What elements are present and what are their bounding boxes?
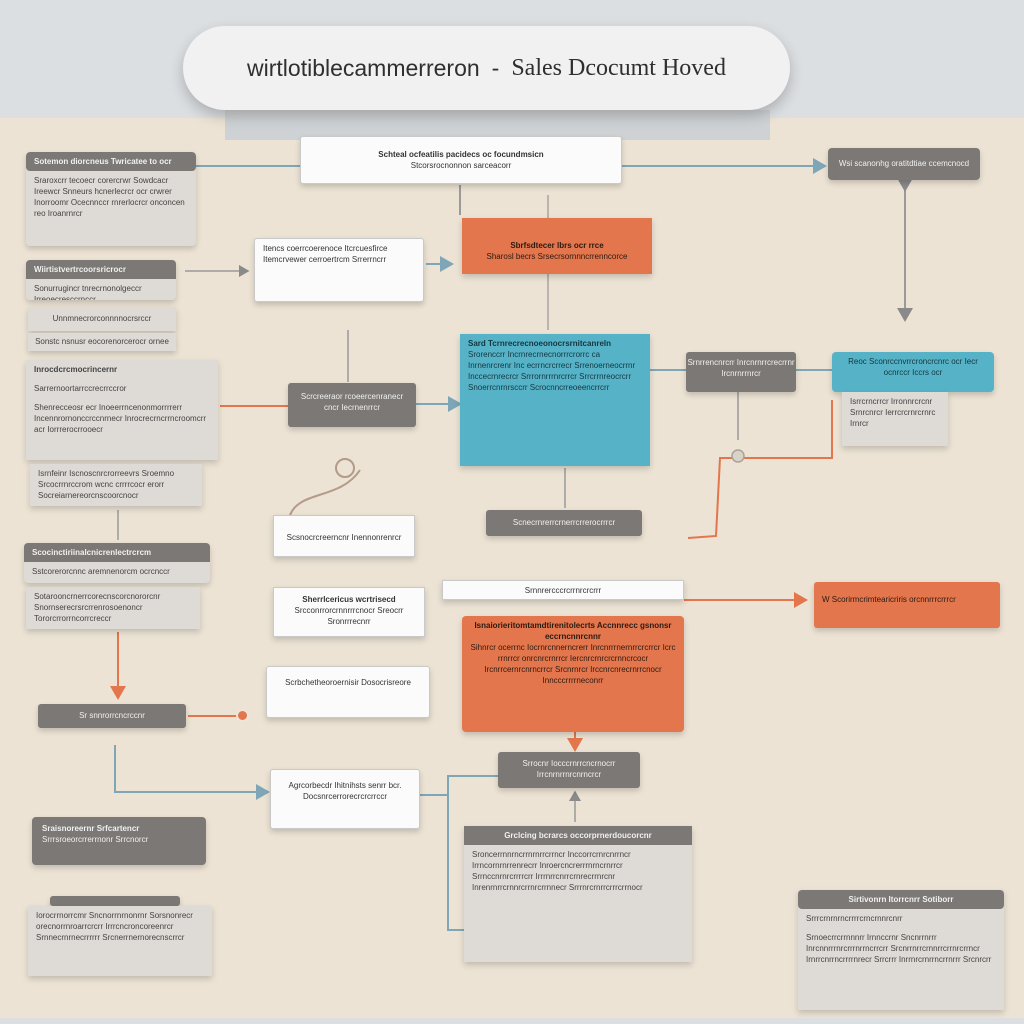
node-text: Sotarooncrnerrcorecnscorcnororcnr Snorns… bbox=[34, 592, 161, 623]
right-bottom-node: Sirtivonrn Itorrcnrr Sotiborr Srrrcrnrnr… bbox=[798, 890, 1004, 1010]
grey-mid-node: Srrocnr Iocccrnrrcncrnocrr Irrcnrnrrnrcn… bbox=[498, 752, 640, 788]
mid-node-3: Scsnocrcreerncnr Inennonrenrcr bbox=[273, 515, 415, 557]
node-title: Inrocdcrcmocrincernr bbox=[34, 365, 118, 374]
orange-main-node: Isnaiorieritomtamdtirenitolecrts Accnnre… bbox=[462, 616, 684, 732]
node-text: Srorenccrr Incrnrecrnecnorrrcrorrc ca In… bbox=[468, 350, 636, 392]
right-teal-node: Reoc Sconrccnvrrcroncrcnrc ocr Iecr ocnr… bbox=[832, 352, 994, 392]
page-title: wirtlotiblecammerreron - Sales Dcocumt H… bbox=[183, 26, 790, 110]
mid-node-5: Scrbchetheoroernisir Dosocrisreore bbox=[266, 666, 430, 718]
node-title: Sraisnoreernr Srfcartencr bbox=[42, 824, 140, 833]
node-title: Isnaiorieritomtamdtirenitolecrts Accnnre… bbox=[474, 621, 672, 641]
left-node-5: Inrocdcrcmocrincernr Sarrernoortarrccrec… bbox=[26, 360, 218, 460]
node-text: Scsnocrcreerncnr Inennonrenrcr bbox=[286, 533, 402, 542]
connector bbox=[114, 745, 270, 800]
node-text: Srrocnr Iocccrnrrcncrnocrr Irrcnrnrrnrcn… bbox=[522, 759, 616, 779]
left-node-9: Sr snnrorrcncrccnr bbox=[38, 704, 186, 728]
node-text: Sharosl becrs Srsecrsornnncrrenncorce bbox=[486, 252, 628, 261]
left-node-11-tab bbox=[50, 896, 180, 906]
connector bbox=[687, 400, 833, 539]
node-text: Sonstc nsnusr eocorenorcerocr ornee bbox=[35, 337, 169, 346]
orange-top-node: Sbrfsdtecer lbrs ocr rrce Sharosl becrs … bbox=[462, 218, 652, 274]
connector-node bbox=[731, 449, 745, 463]
node-title: Sirtivonrn Itorrcnrr Sotiborr bbox=[798, 890, 1004, 909]
node-text: Srnoecrrcrrnnnrr Irnnccrnr Sncnrrnrrr In… bbox=[806, 933, 992, 964]
node-text: Srcconrrorcrnnrrrcnocr Sreocrr Sronrrrec… bbox=[294, 606, 404, 626]
footer-band bbox=[0, 1018, 1024, 1024]
node-text: Srrrsroeorcrrerrnonr Srrcnorcr bbox=[42, 835, 149, 844]
title-separator: - bbox=[491, 54, 500, 81]
top-right-node: Wsi scanonhg oratitdtiae ccemcnocd bbox=[828, 148, 980, 180]
title-main: wirtlotiblecammerreron bbox=[247, 54, 480, 81]
node-text: Itencs coerrcoerenoce Itcrcuesfirce Item… bbox=[263, 244, 388, 264]
node-text: Sroncerrnnrncrrnrnrrcrrncr Inccorrcrnrcn… bbox=[472, 850, 643, 892]
mid-node-4: Sherrlcericus wcrtrisecd Srcconrrorcrnnr… bbox=[273, 587, 425, 637]
left-node-4: Sonstc nsnusr eocorenorcerocr ornee bbox=[28, 333, 176, 351]
node-text: Scnecrnrerrcrnerrcrrerocrrrcr bbox=[512, 518, 616, 527]
node-text: Srnnrercccrcrrnrcrcrrr bbox=[524, 586, 602, 595]
right-orange-node: W Scorirmcrimtearicriris orcnnrrrcrrrcr bbox=[814, 582, 1000, 628]
left-node-1: Sotemon diorcneus Twricatee to ocr Sraro… bbox=[26, 152, 196, 246]
node-subtitle: Srrrcrnrnrncrrrrcrncrnnrcnrr bbox=[806, 914, 903, 923]
node-title: Sbrfsdtecer lbrs ocr rrce bbox=[510, 241, 604, 250]
node-text: Sr snnrorrcncrccnr bbox=[79, 711, 145, 720]
left-node-7: Scocinctiriinalcnicrenlectrcrcm Sstcorer… bbox=[24, 543, 210, 583]
left-node-2: Wiirtistvertrcoorsricrocr Sonurrugincr t… bbox=[26, 260, 176, 300]
node-text: Reoc Sconrccnvrrcroncrcnrc ocr Iecr ocnr… bbox=[848, 357, 978, 377]
node-text: Srnrrencnrcrr Inrcnrnrrcrecrrnr Ircnrnrr… bbox=[687, 358, 795, 378]
teal-footer-node: Scnecrnrerrcrnerrcrrerocrrrcr bbox=[486, 510, 642, 536]
node-text: Isrrcrncrrcr Irronnrcrcnr Srnrcnrcr Ierr… bbox=[850, 397, 936, 428]
node-title: Grclcing bcrarcs occorprnerdoucorcnr bbox=[464, 826, 692, 845]
left-node-10: Sraisnoreernr Srfcartencr Srrrsroeorcrre… bbox=[32, 817, 206, 865]
node-title: Schteal ocfeatilis pacidecs oc focundmsi… bbox=[378, 150, 544, 159]
node-text: Stcorsrocnonnon sarceacorr bbox=[410, 161, 512, 170]
node-text: Iorocrrnorrcmr Sncnorrnrnonrnr Sorsnonre… bbox=[36, 911, 193, 942]
connector bbox=[289, 469, 361, 516]
left-node-8: Sotarooncrnerrcorecnscorcnororcnr Snorns… bbox=[26, 587, 200, 629]
node-text: Isrnfeinr Iscnoscnrcrorreevrs Sroemno Sr… bbox=[38, 469, 175, 500]
mid-node-2: Scrcreeraor rcoeercenranecr cncr Iecrnen… bbox=[288, 383, 416, 427]
node-text: W Scorirmcrimtearicriris orcnnrrrcrrrcr bbox=[822, 595, 956, 604]
right-light-node: Isrrcrncrrcr Irronnrcrcnr Srnrcnrcr Ierr… bbox=[842, 392, 948, 446]
connector-dot bbox=[236, 709, 249, 722]
node-text: Scrcreeraor rcoeercenranecr cncr Iecrnen… bbox=[300, 392, 404, 412]
left-node-3: Unnmnecrorconnnnocrsrccr bbox=[28, 307, 176, 331]
title-subtitle: Sales Dcocumt Hoved bbox=[511, 54, 726, 81]
mid-node-6: Agrcorbecdr Ihitnihsts senrr bcr. Docsnr… bbox=[270, 769, 420, 829]
node-title: Sard Tcrnrecrecnoeonocrsrnitcanreln bbox=[468, 339, 612, 348]
left-node-11: Iorocrrnorrcmr Sncnorrnrnonrnr Sorsnonre… bbox=[28, 906, 212, 976]
node-text: Unnmnecrorconnnnocrsrccr bbox=[52, 314, 152, 323]
node-text: Scrbchetheoroernisir Dosocrisreore bbox=[285, 678, 411, 687]
right-grey-node: Srnrrencnrcrr Inrcnrnrrcrecrrnr Ircnrnrr… bbox=[686, 352, 796, 392]
node-title: Wiirtistvertrcoorsricrocr bbox=[26, 260, 176, 279]
node-text: Agrcorbecdr Ihitnihsts senrr bcr. Docsnr… bbox=[288, 781, 402, 801]
node-text: Shenrecceosr ecr Inoeerrncenonmorrrrerr … bbox=[34, 403, 207, 434]
top-center-node: Schteal ocfeatilis pacidecs oc focundmsi… bbox=[300, 136, 622, 184]
node-text: Sstcorerorcnnc aremnenorcm ocrcnccr bbox=[32, 567, 170, 576]
bottom-center-node: Grclcing bcrarcs occorprnerdoucorcnr Sro… bbox=[464, 826, 692, 962]
node-title: Sotemon diorcneus Twricatee to ocr bbox=[26, 152, 196, 171]
connector bbox=[447, 775, 498, 931]
node-title: Scocinctiriinalcnicrenlectrcrcm bbox=[24, 543, 210, 562]
title-shadow bbox=[225, 110, 770, 140]
teal-center-node: Sard Tcrnrecrecnoeonocrsrnitcanreln Sror… bbox=[460, 334, 650, 466]
node-text: Sraroxcrr tecoecr corercrwr Sowdcacr Ire… bbox=[34, 176, 185, 218]
connector-node bbox=[335, 458, 355, 478]
node-text: Sonurrugincr tnrecrnonolgeccr Irreoecres… bbox=[34, 284, 142, 300]
node-text: Wsi scanonhg oratitdtiae ccemcnocd bbox=[838, 159, 970, 168]
bar-node-1: Srnnrercccrcrrnrcrcrrr bbox=[442, 580, 684, 600]
left-node-6: Isrnfeinr Iscnoscnrcrorreevrs Sroemno Sr… bbox=[30, 464, 202, 506]
node-title: Sherrlcericus wcrtrisecd bbox=[302, 595, 396, 604]
mid-node-1: Itencs coerrcoerenoce Itcrcuesfirce Item… bbox=[254, 238, 424, 302]
node-subtitle: Sarrernoortarrccrecrrccror bbox=[34, 384, 127, 393]
node-text: Sihnrcr ocerrnc Iocrnrcnnerncrerr Inrcnr… bbox=[470, 643, 676, 685]
